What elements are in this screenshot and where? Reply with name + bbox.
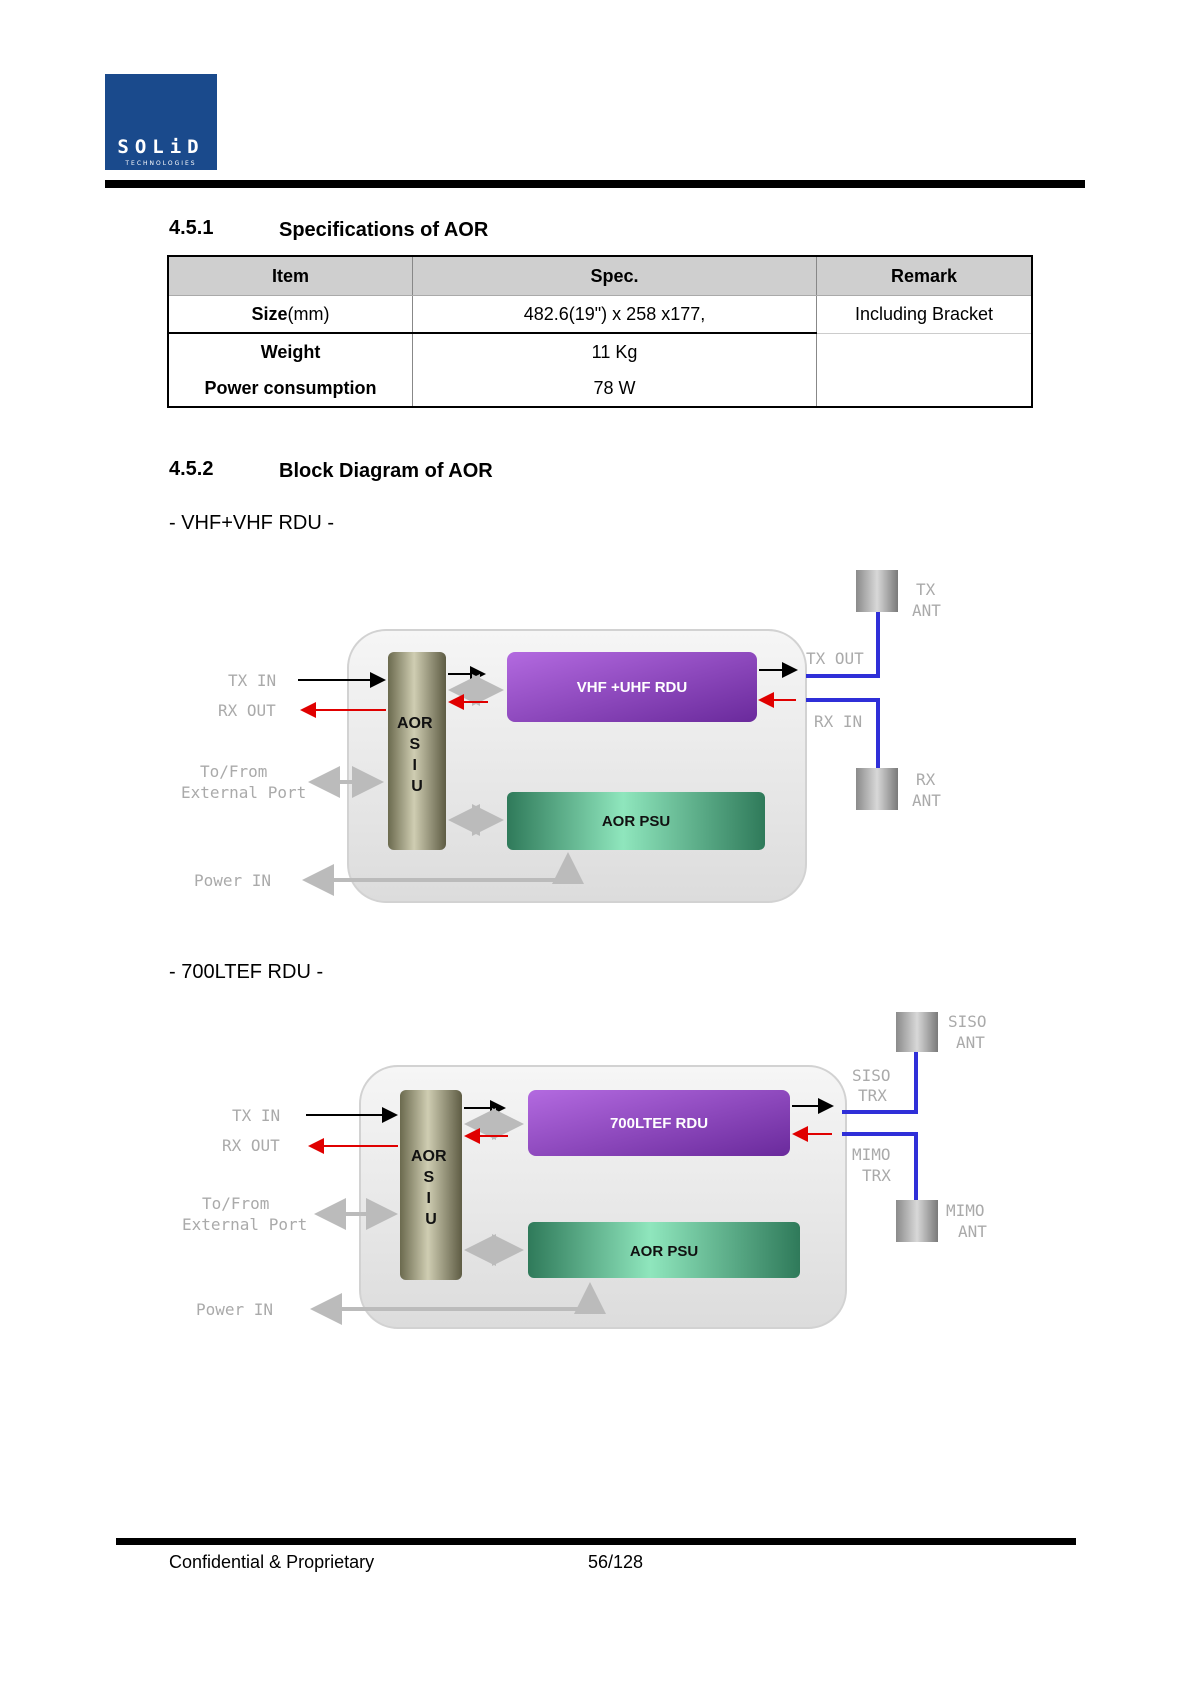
table-row: Power consumption 78 W (167, 370, 1032, 407)
section-title: Block Diagram of AOR (279, 460, 493, 482)
tx-antenna (856, 570, 898, 612)
tx-link (806, 610, 880, 678)
diagram-700ltef: AOR S I U 700LTEF RDU AOR PSU TX IN RX O… (182, 1012, 987, 1329)
section-title: Specifications of AOR (279, 219, 489, 241)
rx-in-label: RX IN (814, 712, 862, 731)
header-spec: Spec. (412, 256, 817, 296)
siu-label: AOR (411, 1148, 447, 1165)
tx-out-label: TX OUT (806, 649, 864, 668)
spec-table: Item Spec. Remark Size(mm) 482.6(19") x … (167, 255, 1033, 408)
rdu-module (528, 1090, 790, 1156)
diagram-vhf: AOR S I U VHF +UHF RDU AOR PSU TX IN RX … (181, 570, 941, 903)
siso-label: SISO (948, 1012, 987, 1031)
item-unit: (mm) (287, 303, 330, 324)
siso-trx-label: TRX (858, 1086, 887, 1105)
siu-label: AOR (397, 715, 433, 732)
item-label: Size (251, 303, 288, 324)
section-number: 4.5.1 (169, 217, 214, 239)
row-remark (815, 332, 1032, 370)
section-number: 4.5.2 (169, 458, 214, 480)
external-port-label: External Port (182, 1215, 307, 1234)
tx-in-label: TX IN (232, 1106, 280, 1125)
siso-link (842, 1050, 918, 1114)
tx-ant-label: ANT (912, 601, 941, 620)
footer-rule (116, 1538, 1076, 1545)
row-spec: 11 Kg (412, 332, 817, 370)
psu-label: AOR PSU (630, 1243, 698, 1260)
rx-antenna (856, 768, 898, 810)
siu-label: I (413, 757, 417, 774)
siu-label: S (409, 736, 420, 753)
mimo-trx-label: TRX (862, 1166, 891, 1185)
mimo-label: MIMO (946, 1201, 985, 1220)
logo-name: SOLiD (117, 136, 205, 158)
siso-ant-label: ANT (956, 1033, 985, 1052)
psu-module (528, 1222, 800, 1278)
diagram-caption-700ltef: - 700LTEF RDU - (169, 961, 324, 983)
siu-label: U (425, 1211, 437, 1228)
table-row: Size(mm) 482.6(19") x 258 x177, Includin… (167, 295, 1032, 333)
to-from-label: To/From (200, 762, 267, 781)
header-remark: Remark (815, 256, 1032, 296)
svg-text:AOR S I U: AOR S I U (397, 715, 437, 795)
page-number: 56/128 (588, 1552, 644, 1572)
mimo-antenna (896, 1200, 938, 1242)
external-port-label: External Port (181, 783, 306, 802)
rx-ant-label: ANT (912, 791, 941, 810)
table-header-row: Item Spec. Remark (167, 256, 1032, 296)
tx-in-label: TX IN (228, 671, 276, 690)
row-item: Weight (167, 332, 413, 370)
row-spec: 482.6(19") x 258 x177, (412, 295, 817, 333)
company-logo: SOLiD TECHNOLOGIES (105, 74, 217, 170)
row-remark (815, 370, 1032, 407)
row-item: Size(mm) (167, 295, 413, 333)
diagram-caption-vhf: - VHF+VHF RDU - (169, 512, 334, 534)
siu-label: U (411, 778, 423, 795)
rx-link (806, 698, 880, 770)
header-item: Item (167, 256, 413, 296)
svg-text:AOR S I U: AOR S I U (411, 1148, 451, 1228)
tx-label: TX (916, 580, 936, 599)
table-row: Weight 11 Kg (167, 332, 1032, 370)
to-from-label: To/From (202, 1194, 269, 1213)
mimo-link (842, 1132, 918, 1202)
logo-sub: TECHNOLOGIES (125, 160, 197, 167)
rx-out-label: RX OUT (218, 701, 276, 720)
power-in-label: Power IN (194, 871, 271, 890)
power-in-label: Power IN (196, 1300, 273, 1319)
siso-antenna (896, 1012, 938, 1052)
siu-module (388, 652, 446, 850)
rx-out-label: RX OUT (222, 1136, 280, 1155)
row-spec: 78 W (412, 370, 817, 407)
rdu-module (507, 652, 757, 722)
siu-label: I (427, 1190, 431, 1207)
row-remark: Including Bracket (815, 295, 1032, 333)
mimo-ant-label: ANT (958, 1222, 987, 1241)
siu-label: S (423, 1169, 434, 1186)
header-rule (105, 180, 1085, 188)
row-item: Power consumption (167, 370, 413, 407)
footer-confidential: Confidential & Proprietary (169, 1552, 375, 1572)
rdu-label: VHF +UHF RDU (577, 679, 687, 696)
psu-label: AOR PSU (602, 813, 670, 830)
psu-module (507, 792, 765, 850)
rdu-label: 700LTEF RDU (610, 1115, 708, 1132)
rx-label: RX (916, 770, 936, 789)
siu-module (400, 1090, 462, 1280)
mimo-trx-label: MIMO (852, 1145, 891, 1164)
siso-trx-label: SISO (852, 1066, 891, 1085)
